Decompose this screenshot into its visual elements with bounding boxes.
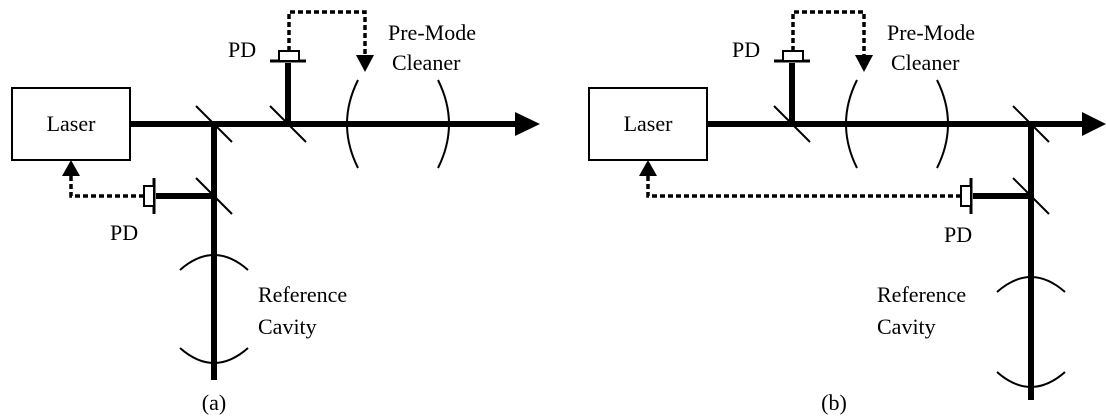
pmc-label-line1: Pre-Mode [388, 20, 476, 45]
ref-label-line1: Reference [258, 282, 347, 307]
pmc-mirror-left [845, 79, 858, 169]
pmc-label-line1: Pre-Mode [887, 20, 975, 45]
pd-top-icon [782, 50, 804, 62]
pd-side-icon [143, 185, 155, 207]
pd-top-icon [278, 50, 300, 62]
ref-label-line2: Cavity [877, 314, 936, 339]
pd-side-label: PD [944, 222, 972, 247]
laser-box [11, 87, 131, 161]
ref-cavity-mirror-top [179, 254, 249, 271]
laser-feedback-path [69, 176, 144, 198]
pmc-label-line2: Cleaner [891, 50, 960, 75]
output-arrowhead [515, 112, 540, 136]
pmc-feedback-arrowhead [356, 55, 374, 72]
pd-top-label: PD [228, 37, 256, 62]
pmc-feedback-path [287, 10, 367, 55]
pd-side-label: PD [110, 220, 138, 245]
pmc-mirror-left [346, 79, 359, 169]
ref-cavity-mirror-top [996, 276, 1066, 293]
laser-label: Laser [624, 111, 674, 136]
ref-cavity-mirror-bottom [179, 347, 249, 364]
panel-b-caption: (b) [821, 390, 847, 415]
ref-label-line2: Cavity [258, 314, 317, 339]
laser-feedback-arrowhead [62, 160, 80, 176]
pmc-feedback-path [791, 10, 866, 55]
pd-side-icon [960, 185, 972, 207]
pmc-label-line2: Cleaner [392, 50, 461, 75]
laser-feedback-path [646, 176, 961, 198]
laser-label: Laser [47, 111, 97, 136]
pmc-mirror-right [936, 79, 949, 169]
laser-feedback-arrowhead [639, 160, 657, 176]
ref-label-line1: Reference [877, 282, 966, 307]
panel-a-caption: (a) [202, 390, 226, 415]
pmc-mirror-right [437, 79, 450, 169]
output-arrowhead [1082, 112, 1106, 136]
panel-b: Laser PD Pre-Mode Cleaner PD [588, 10, 1106, 415]
pmc-feedback-arrowhead [855, 55, 873, 72]
pd-top-label: PD [732, 37, 760, 62]
ref-cavity-mirror-bottom [996, 371, 1066, 388]
panel-a: Laser PD Pre-Mode Cleaner PD [11, 10, 540, 415]
